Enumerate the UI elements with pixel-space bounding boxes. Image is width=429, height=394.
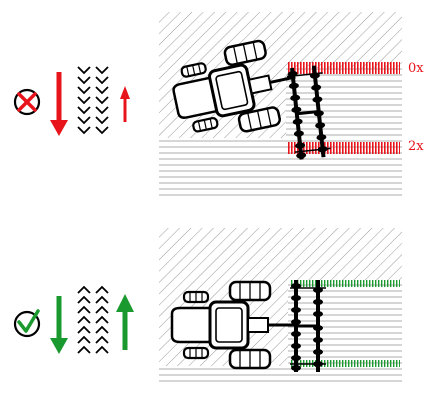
tractor bbox=[170, 280, 294, 370]
arrow-up-icon bbox=[116, 294, 134, 350]
tyre-track-icon bbox=[77, 286, 109, 354]
panel-incorrect bbox=[159, 12, 402, 200]
edge-label-bottom: 2x bbox=[408, 139, 424, 154]
status-icon-correct bbox=[13, 309, 41, 338]
edge-even-bottom bbox=[290, 360, 400, 367]
edge-label-top: 0x bbox=[408, 61, 424, 76]
edge-overlap-bottom bbox=[288, 142, 400, 154]
arrow-down-icon bbox=[50, 296, 68, 354]
arrow-down-long-icon bbox=[50, 72, 68, 136]
unworked-field-area bbox=[159, 228, 402, 280]
edge-overlap-top bbox=[288, 62, 400, 74]
arrow-up-short-icon bbox=[120, 86, 130, 122]
edge-even-top bbox=[290, 280, 400, 287]
status-icon-incorrect bbox=[13, 88, 41, 116]
tyre-track-icon bbox=[77, 66, 109, 134]
panel-correct bbox=[159, 228, 402, 384]
